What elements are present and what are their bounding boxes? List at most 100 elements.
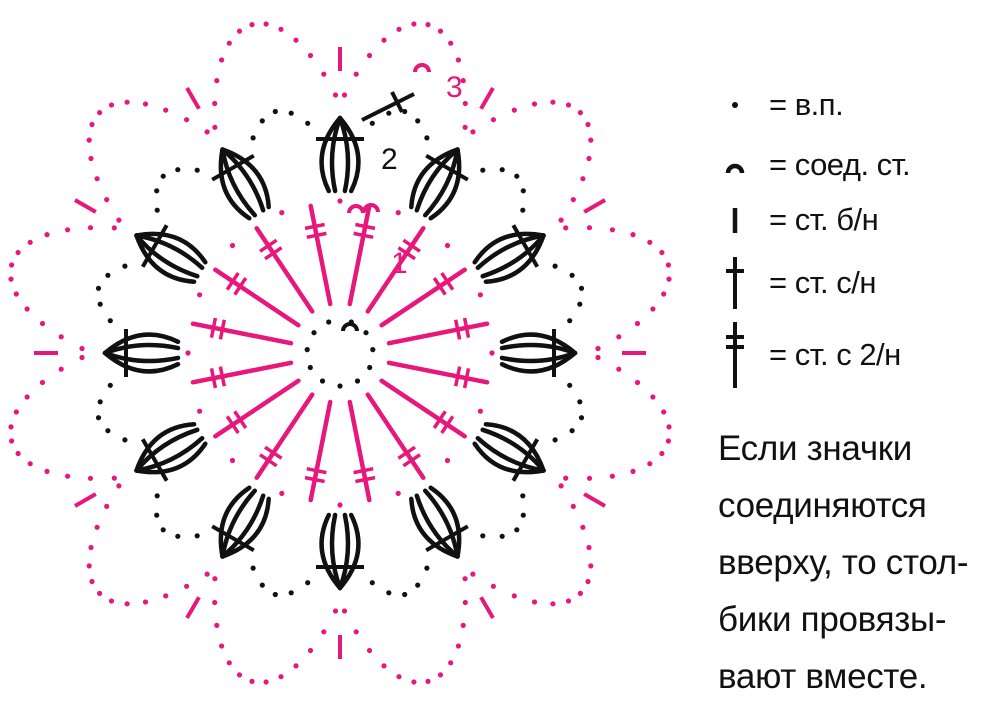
chain-dot: [122, 263, 128, 269]
chain-dot: [250, 565, 256, 571]
chain-dot: [204, 129, 210, 135]
note-line: соединяются: [718, 486, 927, 525]
chain-dot: [44, 468, 50, 474]
chain-dot: [107, 318, 113, 324]
chain-dot: [212, 100, 218, 107]
chain-dot: [259, 118, 265, 124]
chain-dot: [563, 225, 569, 231]
note-line: вверху, то стол-: [718, 543, 969, 582]
chain-dot: [87, 475, 94, 481]
chain-dot: [353, 71, 359, 77]
chain-dot: [44, 232, 50, 238]
chain-dot: [531, 101, 538, 107]
chain-dot: [236, 672, 243, 678]
double-crochet-stitch: [304, 399, 333, 503]
chain-dot: [39, 379, 46, 386]
chain-dot: [570, 197, 576, 203]
chain-dot: [24, 394, 30, 400]
chain-dot: [585, 578, 591, 585]
chain-dot: [8, 424, 14, 430]
chain-dot: [332, 608, 339, 614]
double-crochet-stitch: [365, 392, 426, 480]
chain-dot: [567, 318, 573, 324]
chain-dot: [647, 461, 653, 467]
chain-dot: [97, 110, 103, 116]
legend-label-chain: = в.п.: [769, 87, 844, 122]
chain-dot: [666, 276, 672, 282]
chain-dot: [565, 598, 572, 604]
chain-dot: [184, 117, 190, 123]
chain-dot: [341, 92, 348, 98]
chain-dot: [550, 99, 556, 105]
chain-dot: [552, 437, 558, 443]
chain-dot: [24, 306, 30, 312]
chain-dot: [665, 262, 672, 268]
chain-dot: [586, 475, 593, 481]
chain-dot: [595, 345, 601, 352]
single-crochet-stitch: [185, 596, 201, 619]
chain-dot: [386, 590, 392, 596]
double-crochet-stitch: [213, 378, 301, 439]
chain-dot: [609, 473, 616, 479]
chain-dot: [184, 583, 190, 589]
chain-dot: [480, 167, 486, 173]
chain-dot: [58, 366, 64, 372]
chain-dot: [630, 232, 636, 238]
legend-item-single-crochet: = ст. б/н: [715, 200, 879, 240]
chain-dot: [366, 647, 373, 654]
chain-dot: [659, 450, 665, 457]
chain-dot: [578, 415, 585, 421]
chain-dot: [194, 167, 200, 173]
double-crochet-stitch: [304, 203, 333, 307]
chain-dot: [124, 99, 130, 105]
chain-dot: [321, 629, 327, 635]
chain-dot: [520, 493, 526, 499]
chain-dot: [163, 593, 169, 599]
chain-dot: [650, 306, 656, 312]
chain-dot: [425, 22, 431, 28]
double-crochet-stitch: [190, 317, 294, 346]
chain-dot: [204, 571, 210, 577]
chain-dot: [229, 457, 236, 464]
center-chain-ring: [304, 319, 376, 389]
chain-dot: [27, 239, 33, 245]
chain-dot: [65, 227, 71, 233]
chain-dot: [395, 210, 401, 216]
legend-label-slip-stitch: = соед. ст.: [769, 147, 911, 182]
chain-dot: [650, 394, 656, 400]
chain-dot: [175, 533, 181, 539]
chain-dot: [577, 301, 583, 307]
chain-dot: [369, 580, 375, 586]
single-crochet-stitch: [74, 492, 97, 508]
round-1-label: 1: [391, 247, 408, 280]
chain-dot: [577, 590, 584, 597]
chain-dot: [89, 121, 95, 128]
round-start-markers: [341, 63, 431, 332]
chain-dot: [578, 285, 585, 291]
chain-dot: [444, 457, 451, 464]
chain-dot: [293, 663, 299, 669]
chain-dot: [272, 108, 278, 115]
double-crochet-stitch: [361, 92, 415, 122]
chain-dot: [39, 320, 46, 327]
single-crochet-stitch: [479, 87, 495, 110]
chain-dot: [381, 37, 387, 43]
chain-dot: [214, 622, 220, 629]
chain-dot: [95, 285, 102, 291]
chain-dot: [86, 137, 92, 143]
chain-dot: [647, 239, 653, 245]
legend-label-treble-crochet: = ст. с 2/н: [769, 337, 901, 372]
chain-dot: [272, 591, 278, 598]
chain-dot: [13, 409, 19, 415]
chain-dot: [444, 242, 451, 249]
chain-dot: [160, 173, 166, 179]
chain-dot: [415, 582, 421, 588]
chain-dot: [563, 475, 569, 481]
chain-dot: [212, 599, 218, 606]
double-crochet-stitch: [347, 203, 376, 307]
chain-dot: [288, 110, 294, 116]
chain-dot: [154, 493, 160, 499]
chain-dot: [569, 272, 575, 278]
chain-dot: [236, 28, 243, 34]
